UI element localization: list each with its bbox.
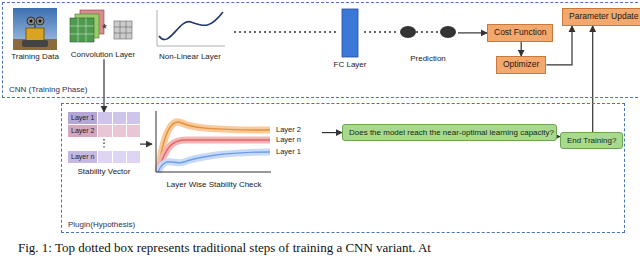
curve-labels: Layer 2Layer n Layer 1 [276, 110, 320, 157]
vector-cell [112, 125, 126, 137]
flow-arrow [140, 144, 152, 145]
prediction-nodes [398, 12, 458, 52]
vector-cell [112, 151, 126, 163]
stability-vector: Layer 1Layer 2 Layer n Stability Vector [68, 112, 140, 176]
prediction: Prediction [398, 12, 458, 63]
svg-part [39, 20, 42, 23]
operator-symbol: * [102, 22, 107, 37]
region-title: CNN (Training Phase) [9, 85, 636, 94]
node-label: Training Data [8, 52, 62, 61]
box-label: Cost Function [494, 28, 546, 38]
row-label: Layer n [68, 151, 97, 163]
plugin-region: Plugin(Hypothesis)Layer 1Layer 2Layer nS… [62, 104, 624, 232]
flow-arrow [521, 42, 522, 56]
node-label: Prediction [398, 54, 458, 63]
curve-label: Layer 2 [276, 125, 320, 135]
flow-arrow [322, 132, 342, 133]
svg-part [114, 21, 132, 39]
fc-layer: FC Layer [330, 8, 370, 69]
node-label: FC Layer [330, 60, 370, 69]
box-label: End Training? [567, 136, 616, 145]
activation-curve [153, 8, 227, 50]
box-label: Optimizer [503, 60, 539, 70]
vector-cell [112, 112, 126, 124]
vector-cell [126, 151, 140, 163]
stability-check: Layer 2Layer n Layer 1 Layer Wise Stabilit… [152, 110, 322, 194]
flow-arrow [458, 32, 487, 33]
svg-part [158, 140, 270, 172]
svg-part [70, 18, 94, 42]
svg-part [158, 140, 270, 172]
decision-box: End Training? [560, 132, 623, 149]
dotted-link [364, 31, 398, 33]
node-label: Layer Wise Stability Check [152, 180, 276, 189]
row-label: Layer 1 [68, 112, 97, 124]
vector-cell [126, 112, 140, 124]
vector-cell [97, 125, 111, 137]
svg-part [30, 20, 33, 23]
svg-part [70, 18, 94, 42]
training-data: Training Data [8, 8, 62, 61]
curve-label: Layer 1 [276, 147, 320, 157]
node-label: Non-Linear Layer [150, 52, 230, 61]
svg-part [158, 152, 270, 172]
svg-part [36, 17, 44, 25]
svg-part [13, 39, 57, 50]
svg-part [440, 26, 456, 38]
training-image [13, 8, 57, 50]
cnn-training-region: CNN (Training Phase) Training Data Convolu… [3, 3, 640, 97]
row-label: Layer 2 [68, 125, 97, 137]
svg-part [416, 31, 440, 33]
svg-part [103, 139, 104, 149]
flow-arrow [103, 59, 104, 112]
box-label: Does the model reach the near-optimal le… [349, 128, 550, 137]
vector-cell [126, 125, 140, 137]
svg-part [13, 8, 57, 50]
stability-plot [152, 110, 272, 174]
svg-part [158, 122, 270, 172]
fc-layer-bar [330, 8, 370, 58]
dotted-link [234, 31, 336, 33]
process-box: Optimizer [496, 56, 546, 74]
vector-row: Layer 1 [68, 112, 140, 124]
svg-part [156, 111, 271, 172]
ellipsis-dots [68, 137, 140, 151]
non-linear-layer: Non-Linear Layer [150, 8, 230, 61]
vector-row: Layer 2 [68, 125, 140, 137]
svg-part [158, 152, 270, 172]
process-box: Cost Function [487, 24, 553, 42]
curve-label: Layer n [276, 135, 320, 145]
svg-part [342, 9, 358, 57]
svg-part [22, 40, 48, 47]
svg-part [157, 10, 225, 46]
process-box: Parameter Update [562, 8, 640, 26]
flow-arrow [592, 26, 593, 132]
svg-part [27, 17, 35, 25]
svg-part [114, 21, 132, 39]
svg-part [158, 122, 270, 172]
node-label: Stability Vector [68, 167, 140, 176]
vector-row: Layer n [68, 151, 140, 163]
decision-box: Does the model reach the near-optimal le… [342, 124, 557, 141]
figure-caption: Fig. 1: Top dotted box represents tradit… [18, 240, 431, 256]
box-label: Parameter Update [569, 12, 634, 22]
region-title: Plugin(Hypothesis) [68, 220, 618, 229]
svg-part [400, 26, 416, 38]
vector-cell [97, 151, 111, 163]
svg-part [159, 12, 223, 40]
svg-part [26, 28, 44, 41]
vector-cell [97, 112, 111, 124]
node-label: Convolution Layer [66, 50, 140, 59]
